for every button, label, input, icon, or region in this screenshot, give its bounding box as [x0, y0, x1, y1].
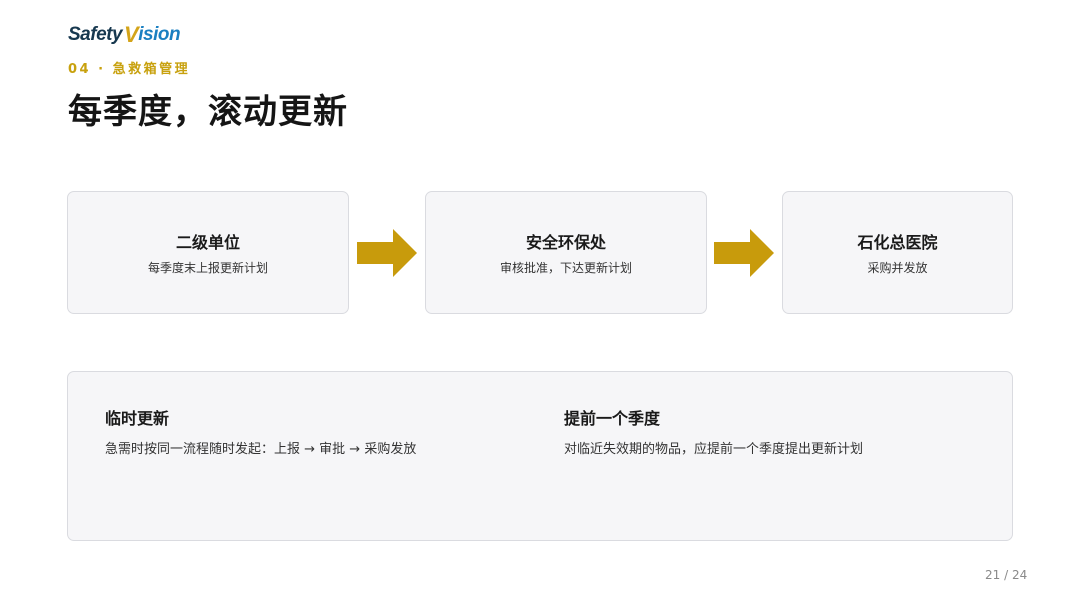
arrow-right-icon: [714, 229, 774, 277]
flow-step-title: 二级单位: [175, 233, 240, 252]
flow-step-safety-office: 安全环保处 审核批准，下达更新计划: [425, 191, 707, 314]
flow-step-desc: 每季度末上报更新计划: [147, 261, 268, 275]
flow-step-hospital: 石化总医院 采购并发放: [782, 191, 1013, 314]
page-title: 每季度，滚动更新: [68, 92, 348, 132]
flow-step-desc: 采购并发放: [867, 261, 928, 275]
flow-step-title: 石化总医院: [857, 233, 938, 252]
info-column-temporary-update: 临时更新 急需时按同一流程随时发起：上报 → 审批 → 采购发放: [105, 405, 416, 457]
arrow-right-icon: [357, 229, 417, 277]
info-column-title: 临时更新: [105, 409, 170, 428]
logo-text-safety: Safety: [68, 24, 123, 45]
info-panel: 临时更新 急需时按同一流程随时发起：上报 → 审批 → 采购发放 提前一个季度 …: [67, 371, 1013, 541]
info-column-desc: 对临近失效期的物品，应提前一个季度提出更新计划: [564, 442, 864, 457]
flow-step-desc: 审核批准，下达更新计划: [499, 261, 632, 275]
info-column-desc: 急需时按同一流程随时发起：上报 → 审批 → 采购发放: [105, 442, 417, 457]
logo-text-v: V: [124, 22, 139, 47]
page-number: 21 / 24: [985, 568, 1028, 582]
flow-step-title: 安全环保处: [525, 233, 606, 252]
info-column-advance-quarter: 提前一个季度 对临近失效期的物品，应提前一个季度提出更新计划: [564, 405, 863, 457]
flow-step-secondary-unit: 二级单位 每季度末上报更新计划: [67, 191, 349, 314]
section-label: 04 · 急救箱管理: [68, 62, 191, 77]
info-column-title: 提前一个季度: [564, 409, 661, 428]
logo-text-ision: ision: [138, 24, 181, 45]
